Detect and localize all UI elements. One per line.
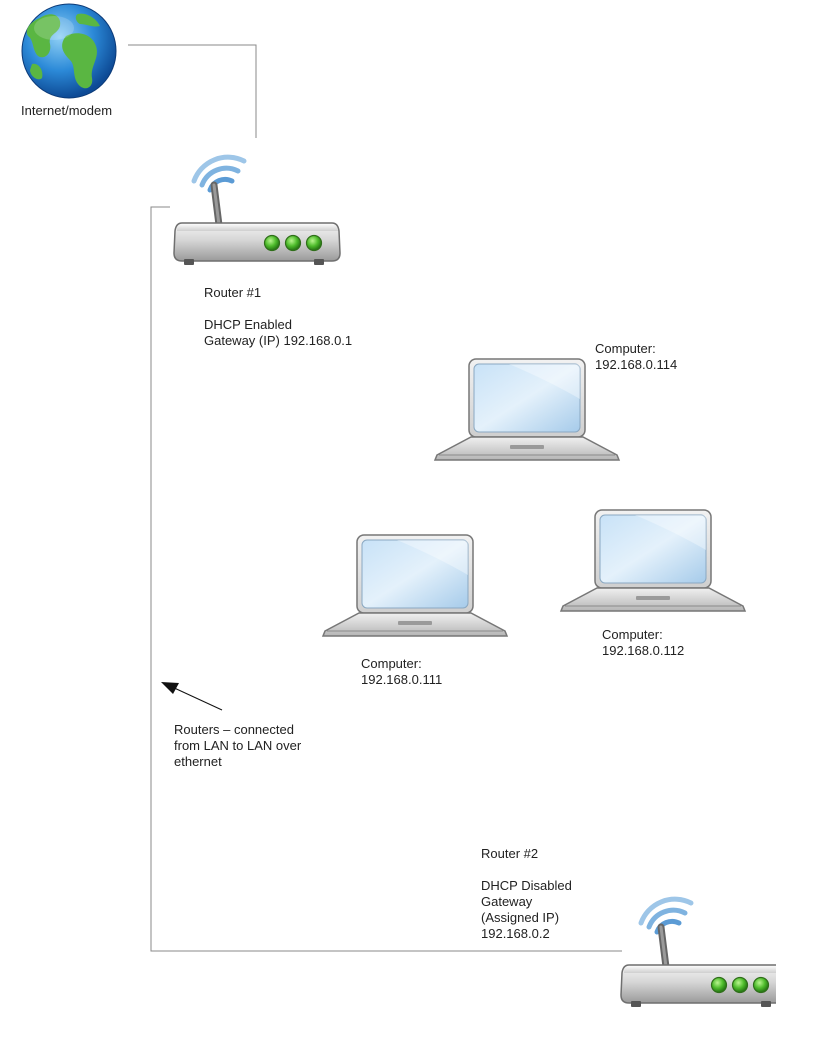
router-2-title: Router #2 [481,846,539,861]
router-1-icon [174,157,340,265]
router-2-text: Router #2 DHCP Disabled Gateway (Assigne… [481,846,621,942]
laptop-114-icon [434,358,620,461]
internet-label: Internet/modem [21,103,113,118]
computer-112-ip: 192.168.0.112 [602,643,685,658]
computer-112-label: Computer: [602,627,663,642]
router-2-ip: 192.168.0.2 [481,926,550,941]
computer-112-text: Computer: 192.168.0.112 [602,627,742,659]
computer-111-label: Computer: [361,656,422,671]
router-2-assigned: (Assigned IP) [481,910,560,925]
laptop-112-icon [560,509,746,612]
routers-note-line-2: from LAN to LAN over [174,738,302,753]
computer-114-label: Computer: [595,341,656,356]
router-2-gateway: Gateway [481,894,533,909]
routers-note: Routers – connected from LAN to LAN over… [174,722,354,770]
computer-114-ip: 192.168.0.114 [595,357,678,372]
computer-111-text: Computer: 192.168.0.111 [361,656,501,688]
computer-111-ip: 192.168.0.111 [361,672,443,687]
router-2-dhcp: DHCP Disabled [481,878,572,893]
router-1-text: Router #1 DHCP Enabled Gateway (IP) 192.… [204,285,404,349]
router-1-title: Router #1 [204,285,262,300]
computer-114-text: Computer: 192.168.0.114 [595,341,735,373]
routers-note-line-3: ethernet [174,754,222,769]
router-2-icon [621,899,787,1007]
routers-note-line-1: Routers – connected [174,722,294,737]
router-1-gateway: Gateway (IP) 192.168.0.1 [204,333,353,348]
globe-icon [21,3,117,99]
lan-to-lan-link [150,206,622,952]
internet-link [128,44,257,138]
annotation-arrow [161,682,223,711]
connections [128,44,622,952]
router-1-dhcp: DHCP Enabled [204,317,292,332]
laptop-111-icon [322,534,508,637]
